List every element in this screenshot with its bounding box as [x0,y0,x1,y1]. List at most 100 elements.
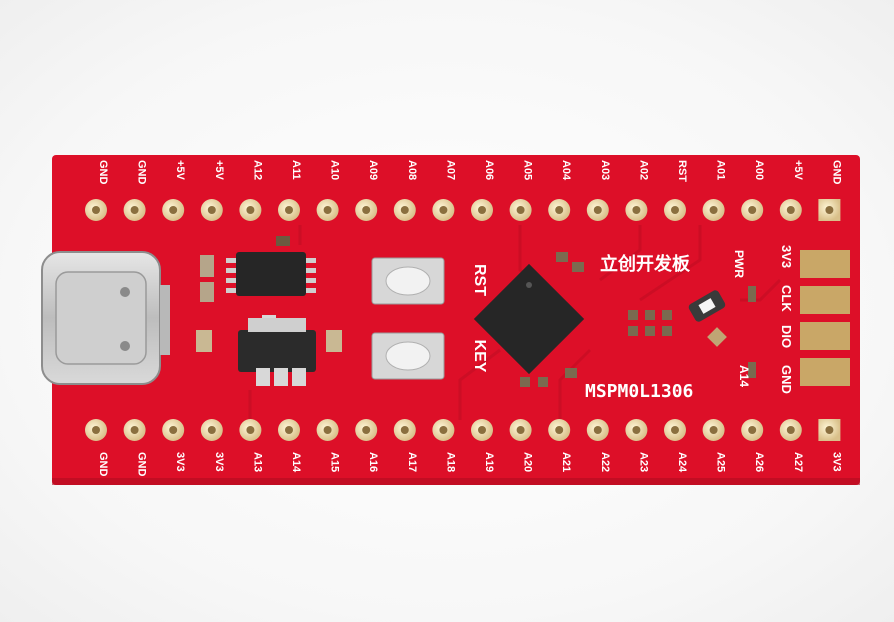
bottom-pin-label: GND [97,452,109,477]
pcb-body [52,155,860,485]
analog-label: A14 [737,365,751,387]
led-resistor [748,286,756,302]
bottom-pin-label: A19 [483,452,495,472]
smd-passives [196,236,727,387]
top-pin-drill [671,206,679,214]
bottom-pin-label: GND [136,452,148,477]
top-pin-drill [285,206,293,214]
top-pin-drill [478,206,486,214]
swd-debug-pads [800,250,850,386]
top-pin-label: A09 [367,160,379,180]
top-pin-label: A12 [251,160,263,180]
top-pin-label: A02 [637,160,649,180]
top-pin-label: A07 [444,160,456,180]
bottom-pin-labels: GND GND 3V3 3V3 A13 A14 A15 A16 A17 A18 A19 A20 A21 A… [97,452,842,477]
bottom-pin-drill [671,426,679,434]
top-pin-label: GND [97,160,109,185]
bottom-pin-drill [748,426,757,434]
swd-pin-label: DIO [779,325,794,348]
top-pin-drill [207,206,216,214]
top-pin-holes [85,199,841,221]
bottom-pin-drill [92,426,100,434]
bottom-pin-label: A15 [329,452,341,472]
top-pin-drill [825,206,834,214]
bottom-pin-label: A24 [676,452,688,473]
usb-c-connector [41,251,170,385]
bottom-pin-drill [400,426,409,434]
top-pin-drill [786,206,795,214]
bottom-pin-label: A13 [251,452,263,472]
key-label: KEY [471,340,488,373]
swd-pin-label: CLK [779,285,794,312]
top-pin-label: A01 [715,160,727,180]
bottom-pin-drill [478,426,486,434]
top-pin-label: +5V [213,160,225,181]
bottom-pin-drill [825,426,834,434]
bottom-pin-drill [285,426,293,434]
bottom-pin-label: A14 [290,452,302,473]
top-pin-drill [555,206,564,214]
top-pin-label: A10 [329,160,341,180]
top-pin-drill [400,206,409,214]
bottom-pin-label: A22 [599,452,611,472]
top-pin-label: A05 [522,160,534,180]
bottom-pin-holes [85,419,841,441]
swd-pin-label: 3V3 [779,245,794,268]
pcb-edge-shadow [52,478,860,485]
top-pin-label: GND [830,160,842,185]
bottom-pin-label: A20 [522,452,534,472]
bottom-pin-drill [246,426,255,434]
bottom-pin-drill [593,426,602,434]
bottom-pin-drill [632,426,641,434]
top-pin-label: +5V [174,160,186,181]
top-pin-drill [246,206,255,214]
top-pin-drill [593,206,602,214]
bottom-pin-label: 3V3 [830,452,842,472]
top-pin-label: GND [136,160,148,185]
chip-label: MSPM0L1306 [585,381,693,402]
top-pin-label: A11 [290,160,302,180]
rst-label: RST [471,264,488,296]
bottom-pin-label: A16 [367,452,379,472]
led-resistor-2 [748,362,756,378]
top-pin-drill [632,206,641,214]
swd-pin-label: GND [779,365,794,394]
top-pin-label: A08 [406,160,418,180]
top-pin-drill [323,206,332,214]
top-pin-drill [439,206,448,214]
bottom-pin-label: A26 [753,452,765,472]
top-pin-drill [748,206,757,214]
bottom-pin-label: A18 [444,452,456,472]
board-title: 立创开发板 [600,253,691,275]
bottom-pin-drill [786,426,795,434]
bottom-pin-drill [207,426,216,434]
bottom-pin-drill [323,426,332,434]
bottom-pin-label: 3V3 [174,452,186,472]
usb-serial-ic [226,252,316,296]
top-pin-label: A06 [483,160,495,180]
top-pin-drill [130,206,139,214]
bottom-pin-label: A21 [560,452,572,472]
top-pin-drill [362,206,371,214]
bottom-pin-drill [130,426,139,434]
bottom-pin-drill [709,426,718,434]
pwr-label: PWR [732,250,746,278]
rst-button[interactable] [371,257,445,305]
top-pin-label: +5V [792,160,804,181]
top-pin-label: A00 [753,160,765,180]
bottom-pin-drill [439,426,448,434]
bottom-pin-label: A17 [406,452,418,472]
top-pin-drill [709,206,718,214]
top-pin-drill [169,206,178,214]
bottom-pin-label: A27 [792,452,804,472]
pwr-led [688,290,726,322]
bottom-pin-label: A23 [637,452,649,472]
bottom-pin-drill [169,426,178,434]
key-button[interactable] [371,332,445,380]
top-pin-drill [516,206,525,214]
bottom-pin-label: 3V3 [213,452,225,472]
bottom-pin-drill [516,426,525,434]
